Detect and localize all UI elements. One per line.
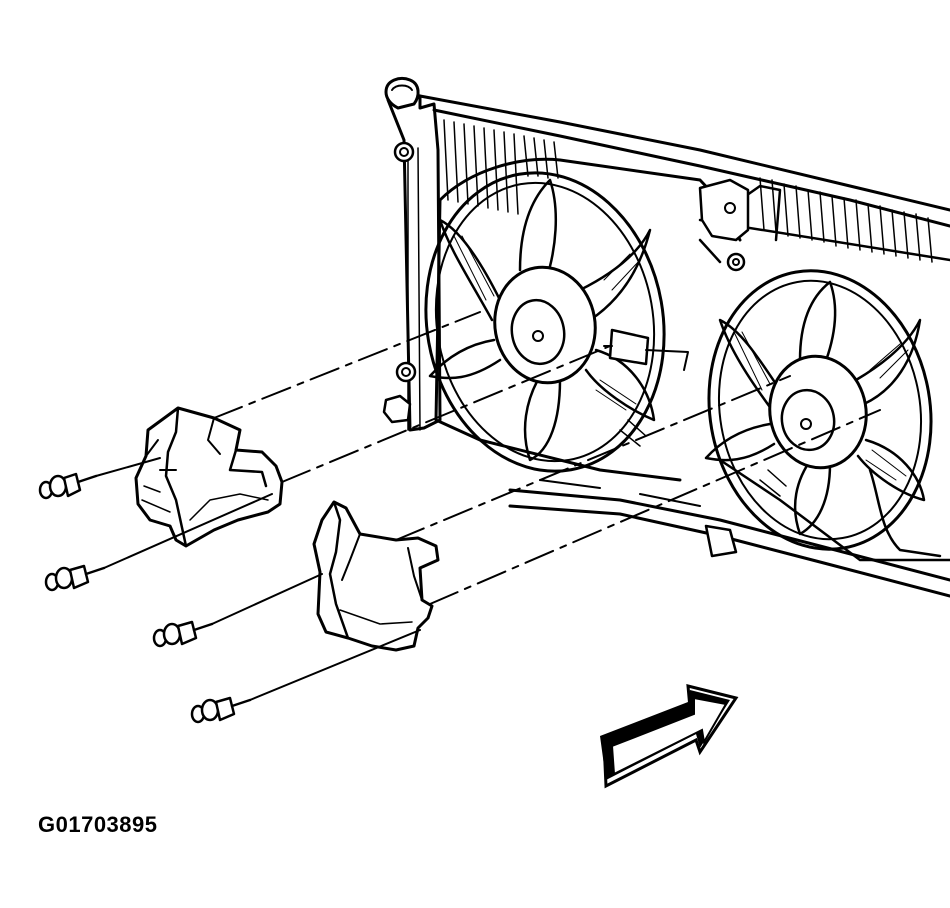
figure-id-label: G01703895: [38, 812, 158, 837]
fastener-2: [44, 564, 106, 592]
fasteners: [38, 472, 252, 724]
bracket-right: [312, 500, 440, 652]
radiator: [382, 77, 950, 598]
bracket-left: [134, 406, 284, 548]
vehicle-front-arrow-icon: [600, 684, 739, 789]
fastener-4: [190, 696, 252, 724]
radiator-mount-bolts: [382, 141, 417, 424]
radiator-core-fins: [407, 119, 933, 431]
fastener-1: [38, 472, 98, 500]
fastener-3: [152, 620, 214, 648]
cooling-fan-right: [619, 269, 942, 558]
cooling-fan-left: [424, 171, 689, 473]
alignment-lines: [95, 311, 881, 701]
